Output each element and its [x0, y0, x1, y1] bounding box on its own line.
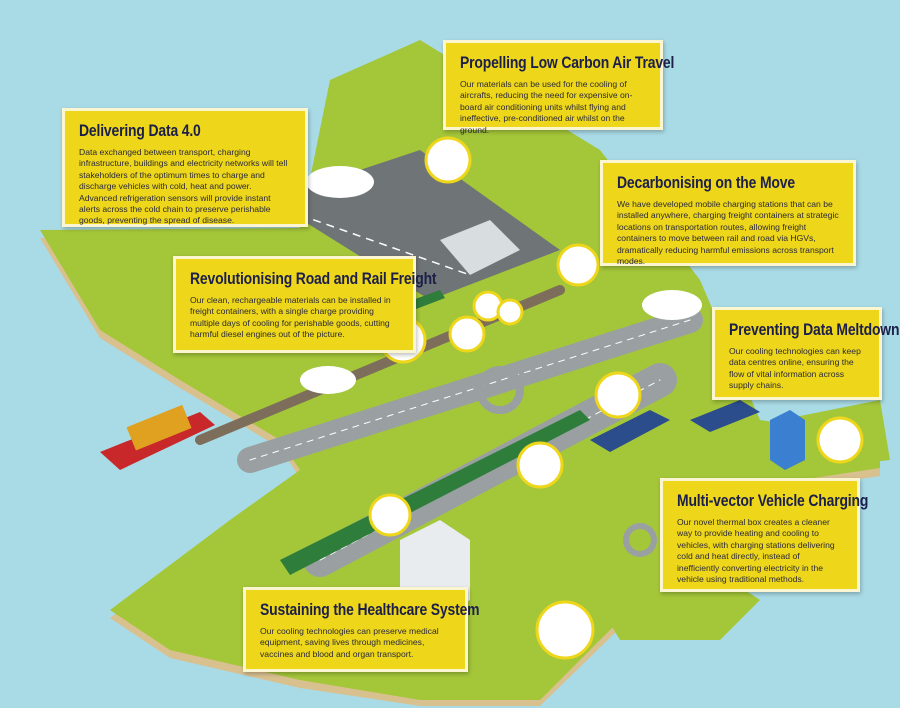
panel-air-travel: Propelling Low Carbon Air Travel Our mat… — [443, 40, 675, 135]
snowflake-plane-icon — [424, 136, 472, 184]
panel-title: Preventing Data Meltdowns — [729, 320, 900, 339]
solar-farm — [590, 400, 760, 452]
panel-freight: Revolutionising Road and Rail Freight Ou… — [173, 256, 437, 353]
ev-charging-icon — [594, 371, 642, 419]
panel-title: Propelling Low Carbon Air Travel — [460, 53, 675, 72]
panel-title: Sustaining the Healthcare System — [260, 600, 480, 619]
wifi-clouds — [300, 166, 702, 394]
panel-body: Our clean, rechargeable materials can be… — [190, 295, 391, 340]
panel-body: Our novel thermal box creates a cleaner … — [677, 517, 835, 585]
panel-data: Delivering Data 4.0 Data exchanged betwe… — [62, 108, 308, 227]
panel-healthcare: Sustaining the Healthcare System Our coo… — [243, 587, 480, 672]
ship — [100, 404, 215, 470]
wifi-cloud-icon — [642, 290, 702, 320]
panel-vehicle-charging: Multi-vector Vehicle Charging Our novel … — [660, 478, 869, 592]
food-icon — [448, 315, 486, 353]
ambulance-icon — [535, 600, 595, 660]
panel-title: Revolutionising Road and Rail Freight — [190, 269, 437, 288]
panel-title: Delivering Data 4.0 — [79, 121, 201, 140]
panel-body: Our cooling technologies can preserve me… — [260, 626, 439, 659]
panel-title: Decarbonising on the Move — [617, 173, 795, 192]
server-icon — [816, 416, 864, 464]
panel-body: Data exchanged between transport, chargi… — [79, 147, 288, 226]
panel-body: Our materials can be used for the coolin… — [460, 79, 633, 135]
panel-title: Multi-vector Vehicle Charging — [677, 491, 869, 510]
wifi-cloud-icon — [306, 166, 374, 198]
panel-data-meltdowns: Preventing Data Meltdowns Our cooling te… — [712, 307, 900, 400]
panel-decarbonising: Decarbonising on the Move We have develo… — [600, 160, 856, 266]
container-charging-icon — [556, 243, 600, 287]
food-icon — [496, 298, 524, 326]
wifi-cloud-icon — [300, 366, 356, 394]
data-centre — [770, 410, 805, 470]
ev-charging-icon — [516, 441, 564, 489]
panel-body: Our cooling technologies can keep data c… — [729, 346, 861, 391]
medical-icon — [368, 493, 412, 537]
panel-body: We have developed mobile charging statio… — [617, 199, 839, 267]
